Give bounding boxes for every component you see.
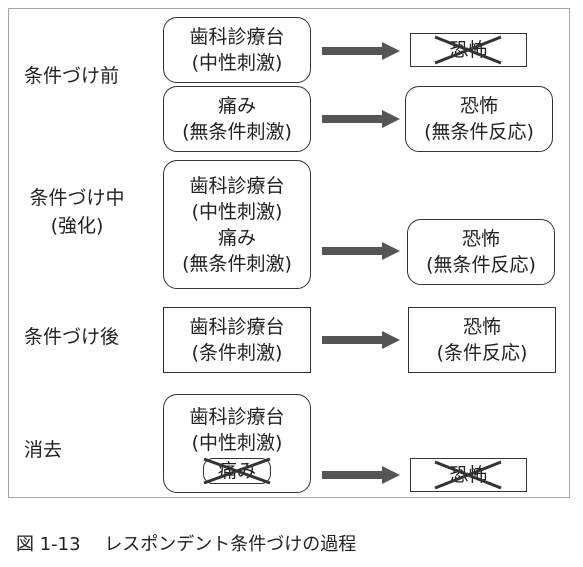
arrow-icon [322,42,400,60]
stimulus-type-text: (中性刺激) [191,200,283,223]
stimulus-box-pain-unconditioned: 痛み (無条件刺激) [163,86,311,152]
response-text: 恐怖 [461,228,500,250]
stimulus-type-text: (無条件刺激) [182,121,292,143]
stimulus-box-dental-chair-neutral: 歯科診療台 (中性刺激) [163,17,311,83]
crossed-text-wrapper: 痛み [202,457,271,484]
crossed-text-wrapper: 恐怖 [435,37,501,63]
response-text: 恐怖 [449,464,488,486]
stimulus-box-extinction: 歯科診療台 (中性刺激) 痛み [163,394,311,493]
response-box-fear-crossed: 恐怖 [410,33,527,67]
figure-title: レスポンデント条件づけの過程 [104,534,357,555]
stimulus-text: 歯科診療台 [189,26,285,48]
arrow-icon [322,331,400,349]
figure-number: 図 1-13 [16,534,81,555]
diagram-frame [8,8,570,498]
stimulus-text: 歯科診療台 [189,316,285,338]
stimulus-type-text: (中性刺激) [191,52,283,74]
stage-label-extinction: 消去 [24,439,63,461]
response-text: 恐怖 [462,316,501,338]
stimulus-text: 歯科診療台 [189,405,285,428]
response-type-text: (無条件反応) [424,121,534,143]
arrow-icon [322,110,400,128]
response-text: 恐怖 [449,39,488,61]
figure-caption: 図 1-13 レスポンデント条件づけの過程 [16,532,356,558]
stimulus-type-text: (中性刺激) [191,431,283,454]
stimulus-box-paired: 歯科診療台 (中性刺激) 痛み (無条件刺激) [163,160,311,289]
response-box-fear-unconditioned-2: 恐怖 (無条件反応) [407,219,555,285]
stimulus-type-text: (条件刺激) [191,342,283,364]
stimulus-box-dental-chair-conditioned: 歯科診療台 (条件刺激) [163,307,311,373]
stage-label-line: (強化) [50,215,104,237]
stimulus-text: 歯科診療台 [189,174,285,197]
stage-label-after: 条件づけ後 [24,326,120,348]
response-type-text: (条件反応) [436,342,528,364]
stage-label-line: 条件づけ中 [29,187,125,209]
response-type-text: (無条件反応) [426,254,536,276]
stage-label-before: 条件づけ前 [24,65,120,87]
response-text: 恐怖 [459,95,498,117]
stimulus-text: 痛み [217,95,256,117]
response-box-fear-unconditioned: 恐怖 (無条件反応) [405,86,553,152]
stimulus-pain-crossed-text: 痛み [217,459,256,482]
arrow-icon [322,466,400,484]
stimulus-text: 痛み [217,226,256,249]
stimulus-type-text: (無条件刺激) [182,252,292,275]
response-box-fear-conditioned: 恐怖 (条件反応) [408,307,556,373]
response-box-fear-crossed-2: 恐怖 [410,458,527,492]
stage-label-during: 条件づけ中 (強化) [18,184,136,240]
arrow-icon [322,242,400,260]
crossed-text-wrapper: 恐怖 [435,462,501,488]
